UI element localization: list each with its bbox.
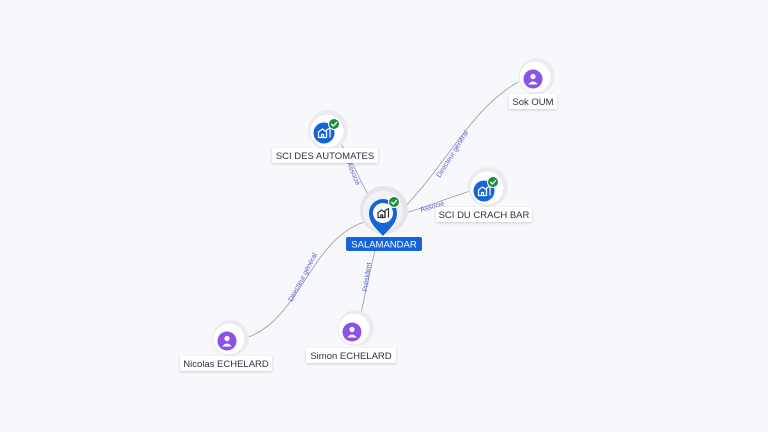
building-icon [317, 127, 331, 139]
edge-sci-crach-bar[interactable] [401, 189, 475, 215]
edge-sok-oum[interactable] [401, 81, 519, 211]
edge-nicolas-echelard[interactable] [245, 221, 365, 339]
node-label: Sok OUM [512, 97, 553, 108]
node-sci-automates[interactable]: SCI DES AUTOMATES [272, 110, 378, 163]
node-sok-oum[interactable]: Sok OUM [509, 58, 557, 109]
building-icon [377, 207, 390, 219]
node-label: SCI DES AUTOMATES [276, 151, 374, 162]
node-simon-echelard[interactable]: Simon ECHELARD [306, 310, 396, 363]
node-label: Simon ECHELARD [310, 351, 391, 362]
node-label: SCI DU CRACH BAR [439, 210, 530, 221]
node-sci-crach-bar[interactable]: SCI DU CRACH BAR [436, 167, 532, 222]
building-icon [477, 185, 491, 197]
edge-label-simon-echelard: Président [362, 262, 373, 292]
edge-label-nicolas-echelard: Directeur général [288, 252, 320, 303]
node-label: Nicolas ECHELARD [183, 359, 269, 370]
person-icon [222, 335, 232, 347]
node-nicolas-echelard[interactable]: Nicolas ECHELARD [180, 320, 272, 371]
node-center-salamandar[interactable]: SALAMANDAR [346, 186, 422, 251]
edge-label-sci-automates: Associé [345, 161, 361, 186]
check-icon [390, 199, 398, 205]
check-icon [489, 179, 497, 185]
edge-label-sok-oum: Directeur général [436, 129, 471, 179]
check-icon [330, 121, 338, 127]
person-icon [528, 73, 538, 85]
person-icon [347, 326, 357, 338]
center-label: SALAMANDAR [351, 240, 417, 251]
